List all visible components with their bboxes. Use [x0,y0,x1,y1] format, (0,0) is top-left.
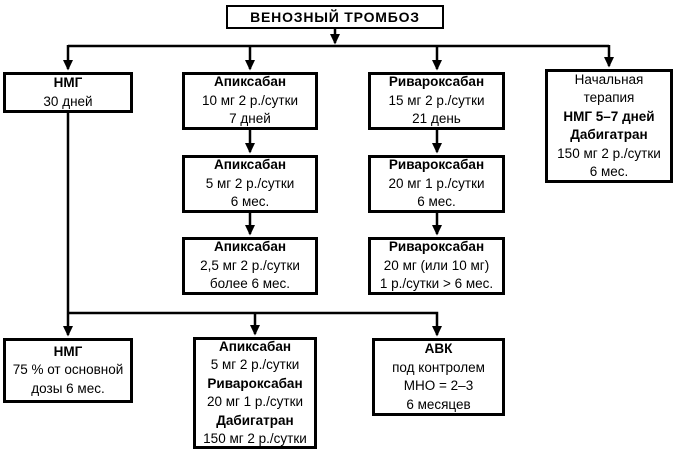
box-line: 2,5 мг 2 р./сутки [200,257,300,273]
box-rivaroxaban-step3: Ривароксабан 20 мг (или 10 мг) 1 р./сутк… [368,237,505,295]
box-line: 5 мг 2 р./сутки [210,357,300,372]
box-line: 150 мг 2 р./сутки [203,431,307,446]
box-combo-drugs: Апиксабан 5 мг 2 р./сутки Ривароксабан 2… [193,337,317,449]
box-title: Ривароксабан [388,157,485,173]
box-line: МНО = 2–3 [403,378,474,393]
box-line: 10 мг 2 р./сутки [201,92,299,108]
box-apixaban-step2: Апиксабан 5 мг 2 р./сутки 6 мес. [182,155,318,213]
box-line: 20 мг (или 10 мг) [383,257,490,273]
box-avk-inr-control: АВК под контролем МНО = 2–3 6 месяцев [372,338,505,416]
box-line: 6 месяцев [406,396,471,412]
box-nmg-30-days: НМГ 30 дней [3,72,133,113]
box-line: 20 мг 1 р./сутки [206,394,304,409]
box-rivaroxaban-step1: Ривароксабан 15 мг 2 р./сутки 21 день [368,72,505,130]
box-line: НМГ 5–7 дней [563,108,655,124]
box-title: Ривароксабан [207,375,303,391]
box-title: Ривароксабан [388,239,485,255]
box-line: терапия [583,90,635,105]
box-apixaban-step1: Апиксабан 10 мг 2 р./сутки 7 дней [182,72,318,130]
box-venous-thrombosis: ВЕНОЗНЫЙ ТРОМБОЗ [226,5,444,29]
box-line: более 6 мес. [209,276,291,292]
box-title: Дабигатран [216,412,294,428]
box-line: 150 мг 2 р./сутки [557,145,661,161]
box-initial-therapy-dabigatran: Начальная терапия НМГ 5–7 дней Дабигатра… [545,69,673,183]
box-title: НМГ [53,75,83,90]
box-title: ВЕНОЗНЫЙ ТРОМБОЗ [250,8,420,25]
box-line: Начальная [574,71,644,87]
box-line: 15 мг 2 р./сутки [388,92,485,108]
box-line: 7 дней [229,111,271,127]
box-line: под контролем [392,359,485,375]
box-line: 6 мес. [417,194,456,210]
box-title: Дабигатран [570,127,648,142]
box-line: дозы 6 мес. [31,380,105,396]
box-line: 20 мг 1 р./сутки [388,175,485,191]
box-title: НМГ [53,343,83,359]
box-title: Апиксабан [214,157,286,173]
box-rivaroxaban-step2: Ривароксабан 20 мг 1 р./сутки 6 мес. [368,155,505,213]
box-line: 6 мес. [589,164,629,179]
box-line: 6 мес. [230,194,270,210]
box-line: 30 дней [43,93,93,109]
box-title: Ривароксабан [388,74,485,90]
box-nmg-75-percent: НМГ 75 % от основной дозы 6 мес. [3,338,133,403]
lower-rail-to-avk [68,311,442,337]
box-line: 5 мг 2 р./сутки [205,175,295,191]
box-title: Апиксабан [214,239,286,255]
box-line: 21 день [412,111,461,127]
box-line: 1 р./сутки > 6 мес. [379,276,494,292]
box-line: 75 % от основной [12,362,124,378]
box-title: Апиксабан [219,338,291,354]
box-apixaban-step3: Апиксабан 2,5 мг 2 р./сутки более 6 мес. [182,237,318,295]
box-title: АВК [424,341,453,356]
box-title: Апиксабан [214,74,286,90]
